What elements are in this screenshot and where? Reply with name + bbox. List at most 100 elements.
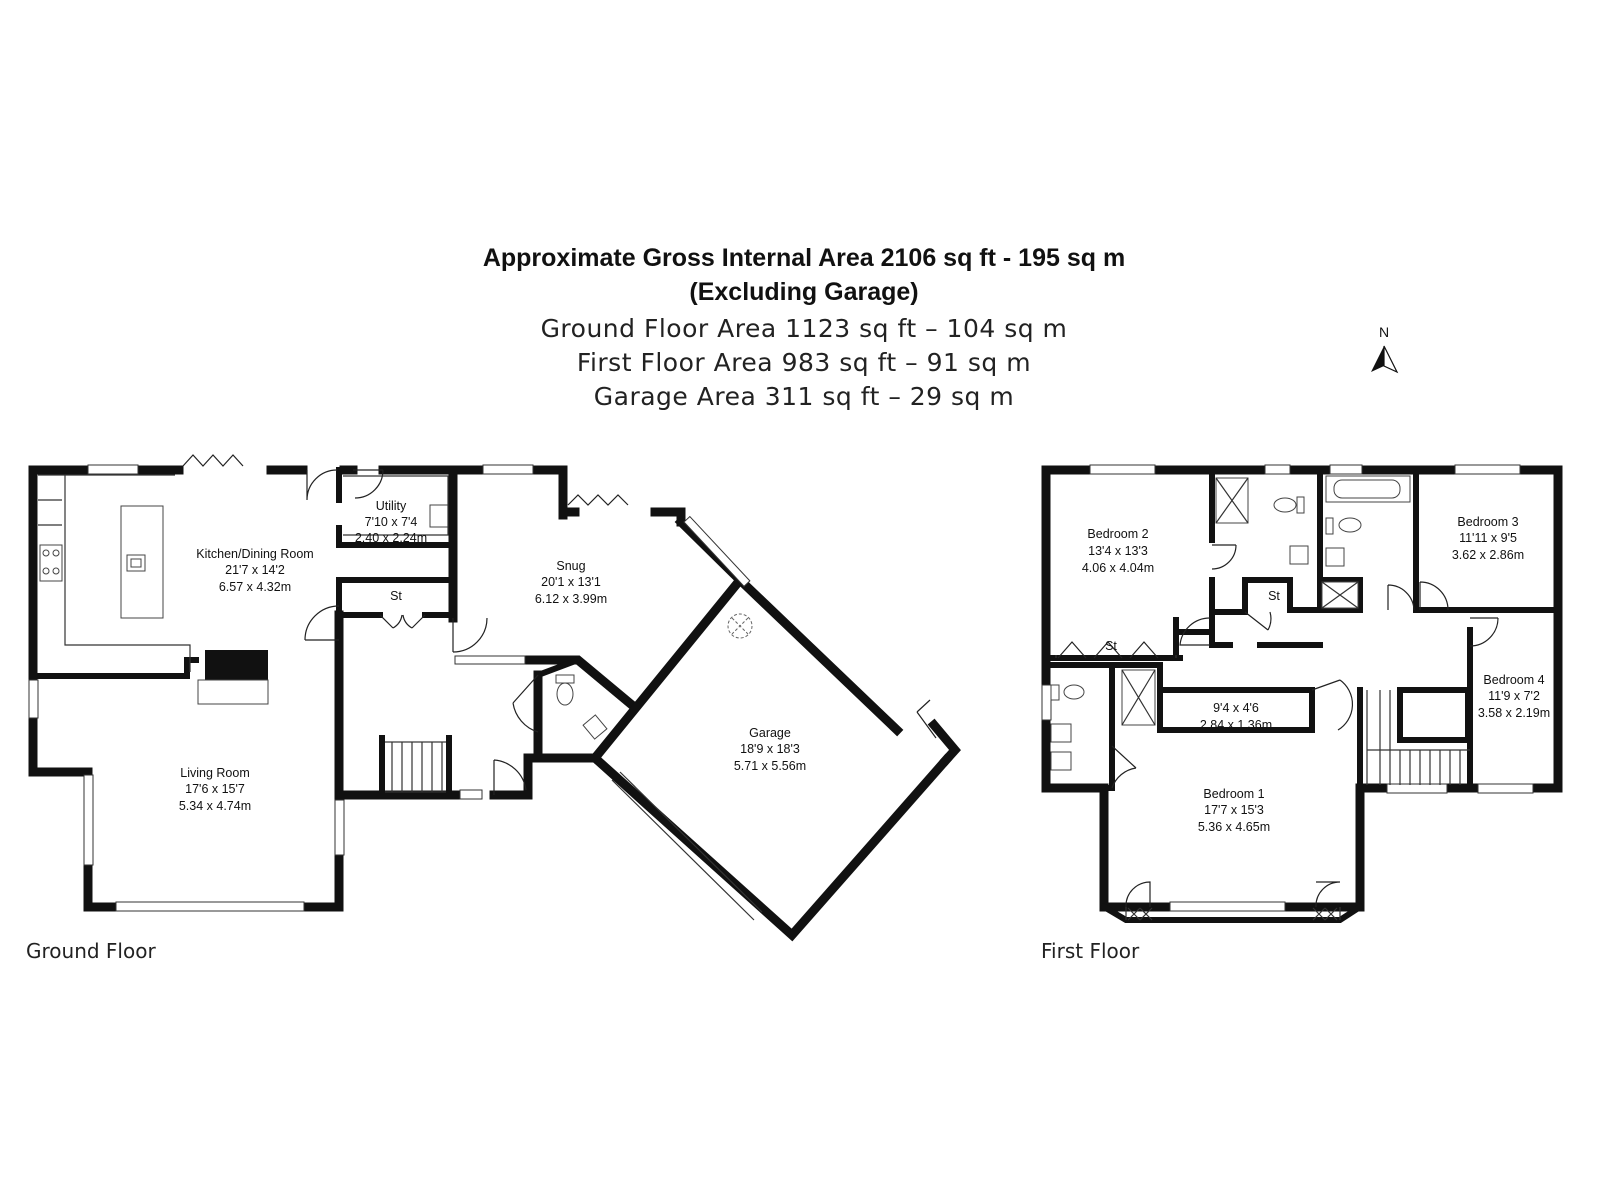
living-imperial: 17'6 x 15'7 — [185, 782, 245, 796]
bed2-name: Bedroom 2 — [1087, 527, 1148, 541]
excluding-garage-note: (Excluding Garage) — [689, 278, 918, 306]
snug-imperial: 20'1 x 13'1 — [541, 575, 601, 589]
window — [1454, 464, 1521, 475]
bed3-name: Bedroom 3 — [1457, 515, 1518, 529]
window — [1264, 464, 1291, 475]
store-label: St — [390, 589, 402, 603]
wc-basin — [582, 714, 608, 740]
window — [1041, 684, 1052, 721]
front-door-icon — [493, 759, 527, 795]
utility-imperial: 7'10 x 7'4 — [365, 515, 418, 529]
ground-floor-area: Ground Floor Area 1123 sq ft – 104 sq m — [541, 314, 1068, 343]
snug-metric: 6.12 x 3.99m — [535, 592, 607, 606]
window — [115, 901, 305, 912]
dressing-imperial: 9'4 x 4'6 — [1213, 701, 1259, 715]
bed2-metric: 4.06 x 4.04m — [1082, 561, 1154, 575]
garage-metric: 5.71 x 5.56m — [734, 759, 806, 773]
toilet-icon — [1273, 496, 1305, 514]
garage-area: Garage Area 311 sq ft – 29 sq m — [594, 382, 1014, 411]
toilet-icon — [555, 674, 575, 706]
garage-side-door-icon — [916, 699, 937, 739]
gross-area-title: Approximate Gross Internal Area 2106 sq … — [483, 244, 1125, 272]
dressing-door-icon — [1311, 679, 1354, 731]
snug-name: Snug — [556, 559, 585, 573]
bed1-metric: 5.36 x 4.65m — [1198, 820, 1270, 834]
snug-door-icon — [452, 617, 488, 653]
north-label: N — [1379, 324, 1389, 340]
dressing-metric: 2.84 x 1.36m — [1200, 718, 1272, 732]
bed1-imperial: 17'7 x 15'3 — [1204, 803, 1264, 817]
bed3-door-icon — [1419, 581, 1449, 611]
utility-sink — [429, 504, 449, 528]
hob-icon — [39, 544, 63, 582]
window — [87, 464, 139, 475]
bathroom-door-icon — [1387, 584, 1415, 611]
bifold-door-icon — [182, 454, 244, 467]
stairs-icon — [379, 735, 452, 798]
window — [1477, 783, 1534, 794]
garage-name: Garage — [749, 726, 791, 740]
first-floor-plan: Bedroom 2 13'4 x 13'3 4.06 x 4.04m Bedro… — [1041, 464, 1563, 963]
bed4-metric: 3.58 x 2.19m — [1478, 706, 1550, 720]
kitchen-name: Kitchen/Dining Room — [196, 547, 313, 561]
ensuite-door-icon — [1111, 745, 1137, 789]
boiler-icon — [727, 613, 753, 639]
garage-imperial: 18'9 x 18'3 — [740, 742, 800, 756]
bed4-imperial: 11'9 x 7'2 — [1488, 689, 1540, 703]
first-floor-label: First Floor — [1041, 939, 1140, 963]
utility-door-icon — [306, 469, 338, 501]
bed4-name: Bedroom 4 — [1483, 673, 1544, 687]
window — [1329, 464, 1363, 475]
utility-metric: 2.40 x 2.24m — [355, 531, 427, 545]
bed1-name: Bedroom 1 — [1203, 787, 1264, 801]
kitchen-metric: 6.57 x 4.32m — [219, 580, 291, 594]
window — [28, 679, 39, 719]
compass: N — [1371, 324, 1399, 374]
window — [459, 789, 483, 800]
kitchen-imperial: 21'7 x 14'2 — [225, 563, 285, 577]
window — [334, 799, 345, 856]
garage-door — [619, 771, 763, 913]
window — [1386, 783, 1448, 794]
kitchen-worktop — [38, 474, 191, 672]
ensuite-door-icon — [1211, 544, 1237, 570]
bed2-imperial: 13'4 x 13'3 — [1088, 544, 1148, 558]
store-door-icon — [1244, 611, 1272, 631]
north-arrow-icon — [1371, 345, 1399, 374]
utility-name: Utility — [376, 499, 407, 513]
wardrobe-store-label: St — [1105, 639, 1117, 653]
basin — [1050, 723, 1072, 743]
wc-door-icon — [512, 674, 539, 733]
window — [1089, 464, 1156, 475]
toilet-icon — [1050, 684, 1085, 701]
sink-icon — [126, 554, 146, 572]
hearth — [197, 679, 269, 705]
bed2-door-icon — [1179, 617, 1211, 646]
chimney-breast — [205, 650, 268, 680]
ground-floor-plan: Kitchen/Dining Room 21'7 x 14'2 6.57 x 4… — [26, 454, 961, 963]
bed4-door-icon — [1469, 617, 1499, 647]
store-door-icon — [379, 614, 426, 629]
store-label: St — [1268, 589, 1280, 603]
window — [83, 774, 94, 866]
basin — [1325, 547, 1345, 567]
basin — [1289, 545, 1309, 565]
ground-floor-label: Ground Floor — [26, 939, 156, 963]
first-floor-area: First Floor Area 983 sq ft – 91 sq m — [577, 348, 1031, 377]
bay-window — [1099, 881, 1365, 923]
living-name: Living Room — [180, 766, 249, 780]
bed3-metric: 3.62 x 2.86m — [1452, 548, 1524, 562]
toilet-icon — [1325, 517, 1362, 535]
stairs-icon — [1366, 687, 1471, 785]
ground-outer-wall — [28, 465, 597, 912]
kitchen-door-icon — [304, 605, 340, 641]
bifold-door-icon — [567, 494, 629, 506]
window — [683, 515, 751, 588]
basin — [1050, 751, 1072, 771]
window — [482, 464, 534, 475]
living-metric: 5.34 x 4.74m — [179, 799, 251, 813]
wardrobe-doors-icon — [1057, 641, 1159, 659]
window — [454, 655, 526, 665]
bed3-imperial: 11'11 x 9'5 — [1459, 531, 1517, 545]
